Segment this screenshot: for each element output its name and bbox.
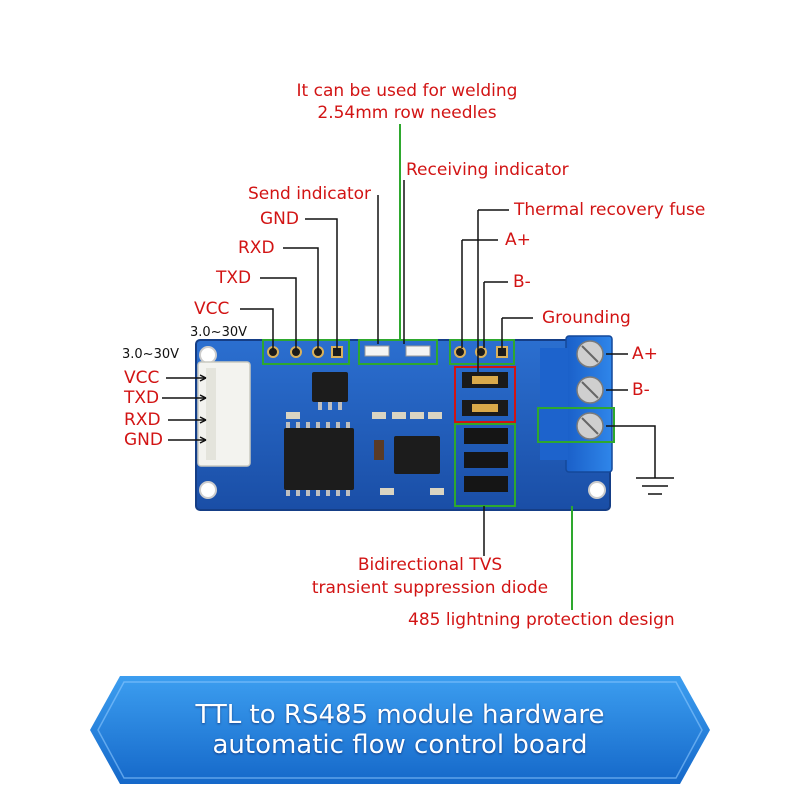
ground-highlight [537, 407, 615, 443]
welding-label-line2: 2.54mm row needles [317, 103, 497, 123]
grounding-label: Grounding [542, 308, 631, 328]
thermal-fuse-label: Thermal recovery fuse [514, 200, 706, 220]
output-header-highlight [449, 339, 515, 365]
rxd-label: RXD [238, 238, 275, 258]
lightning-label: 485 lightning protection design [408, 610, 675, 630]
tvs-highlight [454, 423, 516, 507]
left-txd-label: TXD [124, 388, 160, 408]
leader-gnd [305, 218, 338, 350]
tvs-diode [464, 428, 508, 444]
terminal-a-plus-label: A+ [632, 344, 658, 364]
gnd-label: GND [260, 209, 299, 229]
banner-title-line2: automatic flow control board [212, 730, 588, 760]
txd-label: TXD [216, 268, 252, 288]
vcc-label: VCC [194, 299, 230, 319]
welding-label-line1: It can be used for welding [296, 81, 518, 101]
ic-chip-main [284, 428, 354, 490]
voltage-label-left: 3.0~30V [122, 347, 180, 362]
mount-hole [588, 481, 606, 499]
leader-txd [260, 277, 297, 350]
rx-led [405, 345, 431, 357]
left-vcc-label: VCC [124, 368, 160, 388]
leader-rxd [283, 247, 319, 350]
tvs-label-line1: Bidirectional TVS [357, 555, 503, 575]
leader-vcc [240, 308, 274, 350]
tvs-diode [464, 476, 508, 492]
mount-hole [199, 481, 217, 499]
tx-led [364, 345, 390, 357]
tvs-diode [464, 452, 508, 468]
leader-ground-symbol [606, 425, 656, 478]
voltage-label-top: 3.0~30V [190, 325, 248, 340]
diode [374, 440, 384, 460]
terminal-b-minus-label: B- [632, 380, 650, 400]
led-highlight [358, 339, 438, 365]
title-banner [90, 676, 710, 784]
terminal-block [540, 335, 613, 473]
ic-chip-small [394, 436, 440, 474]
tvs-label-line2: transient suppression diode [311, 578, 549, 598]
send-indicator-label: Send indicator [248, 184, 372, 204]
b-minus-label: B- [513, 272, 531, 292]
fuse-highlight [454, 366, 516, 423]
a-plus-label: A+ [505, 230, 531, 250]
banner-title-line1: TTL to RS485 module hardware [195, 700, 605, 730]
left-rxd-label: RXD [124, 410, 161, 430]
regulator [312, 372, 348, 402]
left-gnd-label: GND [124, 430, 163, 450]
receiving-indicator-label: Receiving indicator [406, 160, 569, 180]
mount-hole [199, 346, 217, 364]
header-highlight [262, 339, 350, 365]
